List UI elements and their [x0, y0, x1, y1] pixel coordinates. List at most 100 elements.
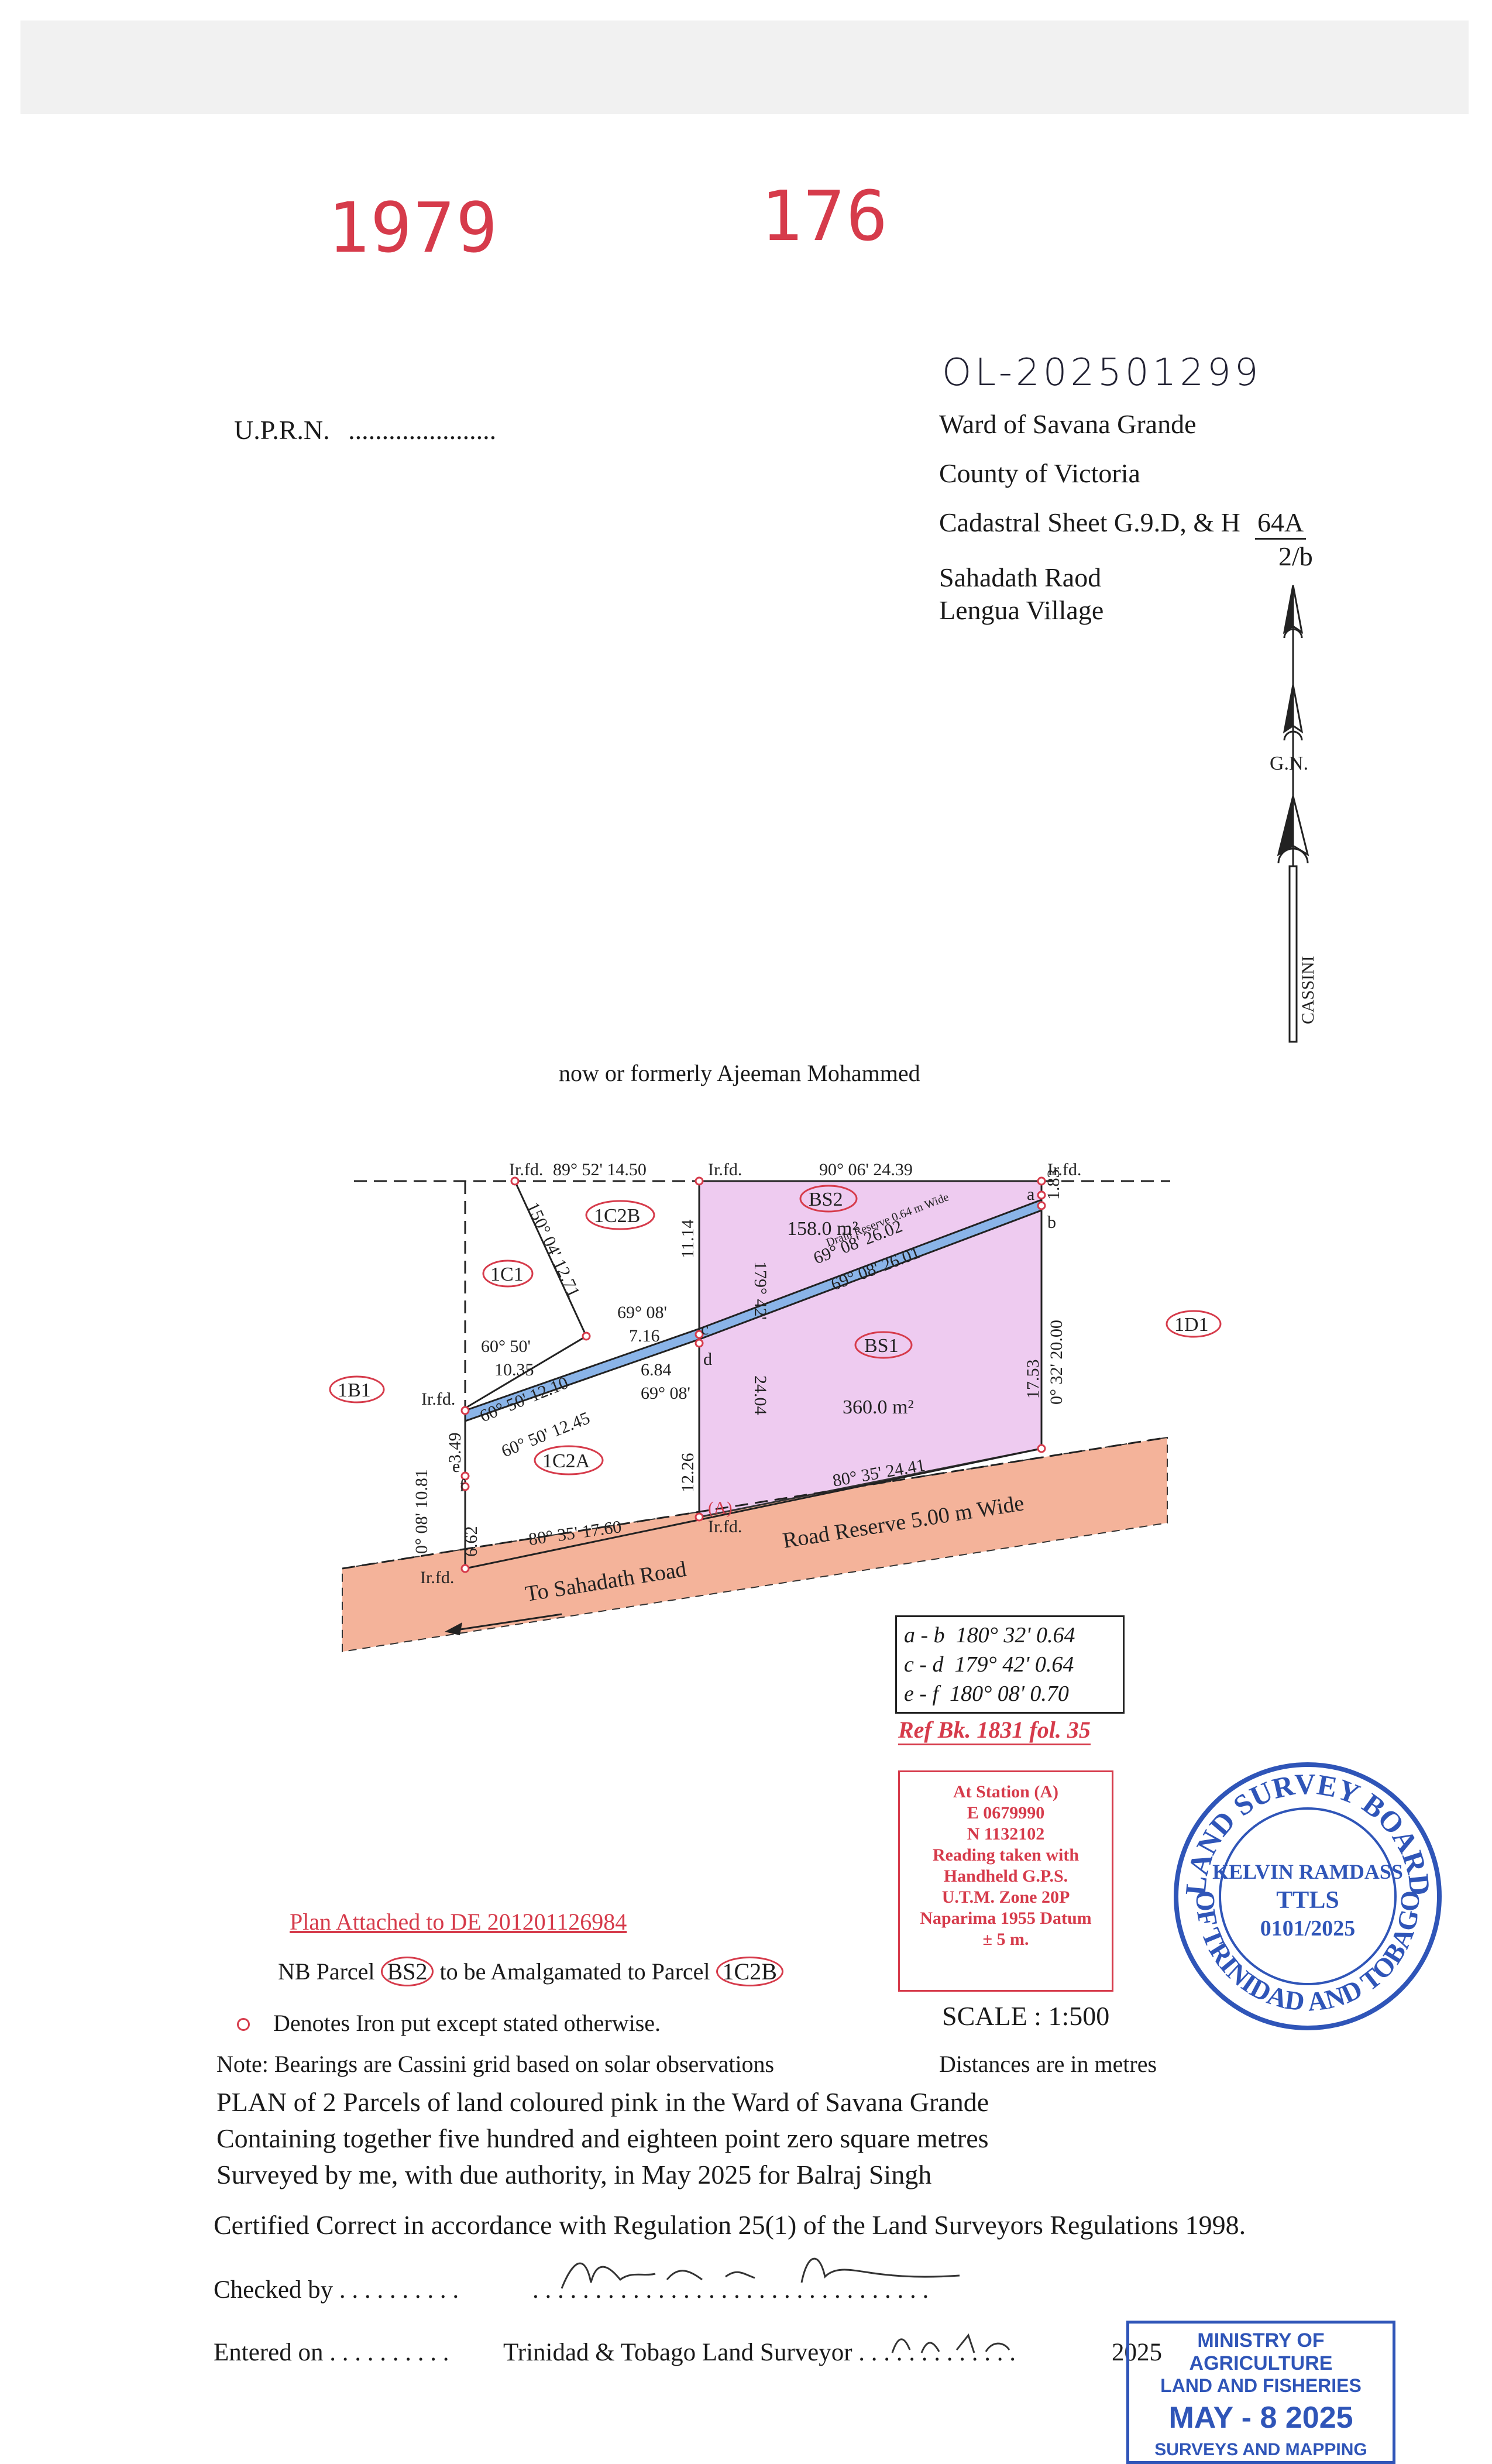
- point-d: d: [703, 1350, 712, 1369]
- plan-attached-note: Plan Attached to DE 201201126984: [290, 1909, 627, 1935]
- point-b: b: [1047, 1213, 1056, 1232]
- nb-parcel-bs2: BS2: [380, 1957, 434, 1986]
- certified-line: Certified Correct in accordance with Reg…: [214, 2210, 1246, 2240]
- stamp-number-right: 176: [761, 176, 889, 256]
- seal-name: KELVIN RAMDASS: [1212, 1860, 1403, 1883]
- ministry-stamp: MINISTRY OF AGRICULTURE LAND AND FISHERI…: [1126, 2321, 1395, 2464]
- formerly-owner: now or formerly Ajeeman Mohammed: [559, 1060, 920, 1086]
- stamp-number-left: 1979: [328, 187, 499, 268]
- point-A: (A): [708, 1498, 733, 1518]
- irfd-label-3: Ir.fd.: [1047, 1160, 1081, 1179]
- parcel-bs1: BS1: [864, 1335, 899, 1357]
- station-line: ± 5 m.: [982, 1930, 1029, 1949]
- parcel-bs2: BS2: [809, 1189, 843, 1210]
- irfd-label-4: Ir.fd.: [421, 1389, 455, 1409]
- plan-line-2: Containing together five hundred and eig…: [216, 2123, 989, 2153]
- iron-markers: [460, 1176, 1046, 1573]
- bearing-left: 0° 08' 10.81: [412, 1469, 431, 1554]
- scale-text: SCALE : 1:500: [942, 2001, 1110, 2031]
- ministry-line-4: SURVEYS AND MAPPING: [1154, 2440, 1367, 2459]
- ref-book: Ref Bk. 1831 fol. 35: [898, 1716, 1091, 1745]
- land-survey-board-seal: LAND SURVEY BOARD OF TRINIDAD AND TOBAGO…: [1174, 1762, 1442, 2030]
- bearing-17942: 179° 42': [751, 1261, 770, 1320]
- bearing-right: 0° 32' 20.00: [1047, 1320, 1066, 1405]
- parcel-1d1: 1D1: [1174, 1314, 1209, 1336]
- village-text: Lengua Village: [939, 595, 1104, 625]
- uprn-dots: ......................: [348, 415, 497, 445]
- parcel-1c1: 1C1: [490, 1264, 524, 1285]
- dist-1114: 11.14: [678, 1220, 697, 1258]
- cadastral-sheet-text: Cadastral Sheet G.9.D, & H: [939, 507, 1240, 537]
- ministry-line-1: MINISTRY OF AGRICULTURE: [1189, 2329, 1333, 2374]
- irfd-label-5: Ir.fd.: [420, 1568, 454, 1587]
- ministry-line-2: LAND AND FISHERIES: [1160, 2375, 1362, 2396]
- station-line: E 0679990: [967, 1803, 1045, 1823]
- entered-on: Entered on . . . . . . . . . .: [214, 2339, 449, 2366]
- irfd-label-6: Ir.fd.: [708, 1517, 742, 1536]
- uprn-label: U.P.R.N. ......................: [234, 414, 496, 445]
- parcel-1c2a: 1C2A: [542, 1450, 590, 1472]
- sheet-numerator: 64A: [1255, 507, 1307, 540]
- dist-1035: 10.35: [494, 1360, 534, 1379]
- dist-2404: 24.04: [751, 1375, 770, 1415]
- grid-north-label: G.N.: [1270, 753, 1308, 774]
- nb-parcel-1c2b: 1C2B: [716, 1957, 783, 1986]
- distances-note: Distances are in metres: [939, 2051, 1157, 2077]
- point-e: e: [452, 1457, 460, 1476]
- nb-text: NB Parcel: [278, 1958, 375, 1985]
- parcel-1c2b: 1C2B: [594, 1205, 640, 1227]
- station-line: N 1132102: [967, 1824, 1045, 1844]
- station-box: At Station (A) E 0679990 N 1132102 Readi…: [898, 1770, 1113, 1992]
- north-arrows: G.N. CASSINI: [1270, 585, 1318, 1043]
- iron-circle-icon: [237, 2018, 250, 2031]
- bearing-6908-a: 69° 08': [617, 1303, 667, 1322]
- station-line: U.T.M. Zone 20P: [941, 1888, 1070, 1907]
- bearing-6050-a: 60° 50': [481, 1337, 531, 1356]
- ward-text: Ward of Savana Grande: [939, 409, 1197, 439]
- station-line: Reading taken with: [932, 1845, 1080, 1865]
- seal-number: 0101/2025: [1260, 1916, 1356, 1941]
- offset-row-ef: e - f 180° 08' 0.70: [904, 1681, 1069, 1706]
- point-f: f: [459, 1476, 465, 1495]
- station-line: At Station (A): [953, 1782, 1058, 1801]
- dist-349: 3.49: [445, 1433, 465, 1464]
- point-c: c: [701, 1319, 709, 1339]
- road-text: Sahadath Raod: [939, 562, 1102, 592]
- iron-legend: Denotes Iron put except stated otherwise…: [237, 2009, 661, 2037]
- surveyor-signature: [561, 2257, 960, 2289]
- checked-by: Checked by . . . . . . . . . .: [214, 2276, 459, 2304]
- dist-684: 6.84: [641, 1360, 672, 1379]
- dist-1226: 12.26: [678, 1453, 697, 1493]
- sheet-denominator: 2/b: [1278, 541, 1313, 571]
- cassini-label: CASSINI: [1298, 956, 1318, 1024]
- bearing-diagonal: 150° 04' 12.71: [523, 1199, 584, 1300]
- reserve-bearing-upper: 60° 50' 12.10: [477, 1373, 571, 1426]
- iron-legend-text: Denotes Iron put except stated otherwise…: [273, 2010, 661, 2036]
- ministry-date: MAY - 8 2025: [1168, 2401, 1353, 2435]
- checked-dots: . . . . . . . . . . . . . . . . . . . . …: [532, 2276, 929, 2304]
- county-text: County of Victoria: [939, 458, 1140, 488]
- dist-662: 6.62: [462, 1526, 481, 1557]
- road-reserve-area: [342, 1436, 1168, 1653]
- survey-plan: Ir.fd. 89° 52' 14.50 Ir.fd. 90° 06' 24.3…: [329, 1160, 1222, 1653]
- offset-row-cd: c - d 179° 42' 0.64: [904, 1652, 1074, 1677]
- station-line: Handheld G.P.S.: [943, 1866, 1068, 1886]
- offset-row-ab: a - b 180° 32' 0.64: [904, 1623, 1075, 1648]
- parcel-1b1: 1B1: [338, 1379, 371, 1401]
- point-a: a: [1027, 1185, 1034, 1204]
- irfd-label-1: Ir.fd.: [509, 1160, 543, 1179]
- dist-716: 7.16: [629, 1326, 660, 1346]
- bearing-6908-b: 69° 08': [641, 1384, 690, 1403]
- uprn-label-text: U.P.R.N.: [234, 415, 330, 445]
- seal-ttls: TTLS: [1276, 1887, 1339, 1914]
- bearing-top-left: 89° 52' 14.50: [553, 1160, 647, 1179]
- year-entered: 2025: [1112, 2339, 1162, 2366]
- nb-text-mid: to be Amalgamated to Parcel: [439, 1958, 710, 1985]
- date-initials: [891, 2333, 1010, 2353]
- dist-183: 1.83: [1044, 1169, 1063, 1200]
- irfd-label-2: Ir.fd.: [708, 1160, 742, 1179]
- plan-line-1: PLAN of 2 Parcels of land coloured pink …: [216, 2087, 989, 2117]
- area-bs1: 360.0 m²: [843, 1396, 914, 1418]
- bearing-top-right: 90° 06' 24.39: [819, 1160, 913, 1179]
- handwritten-reference: OL-202501299: [942, 351, 1262, 394]
